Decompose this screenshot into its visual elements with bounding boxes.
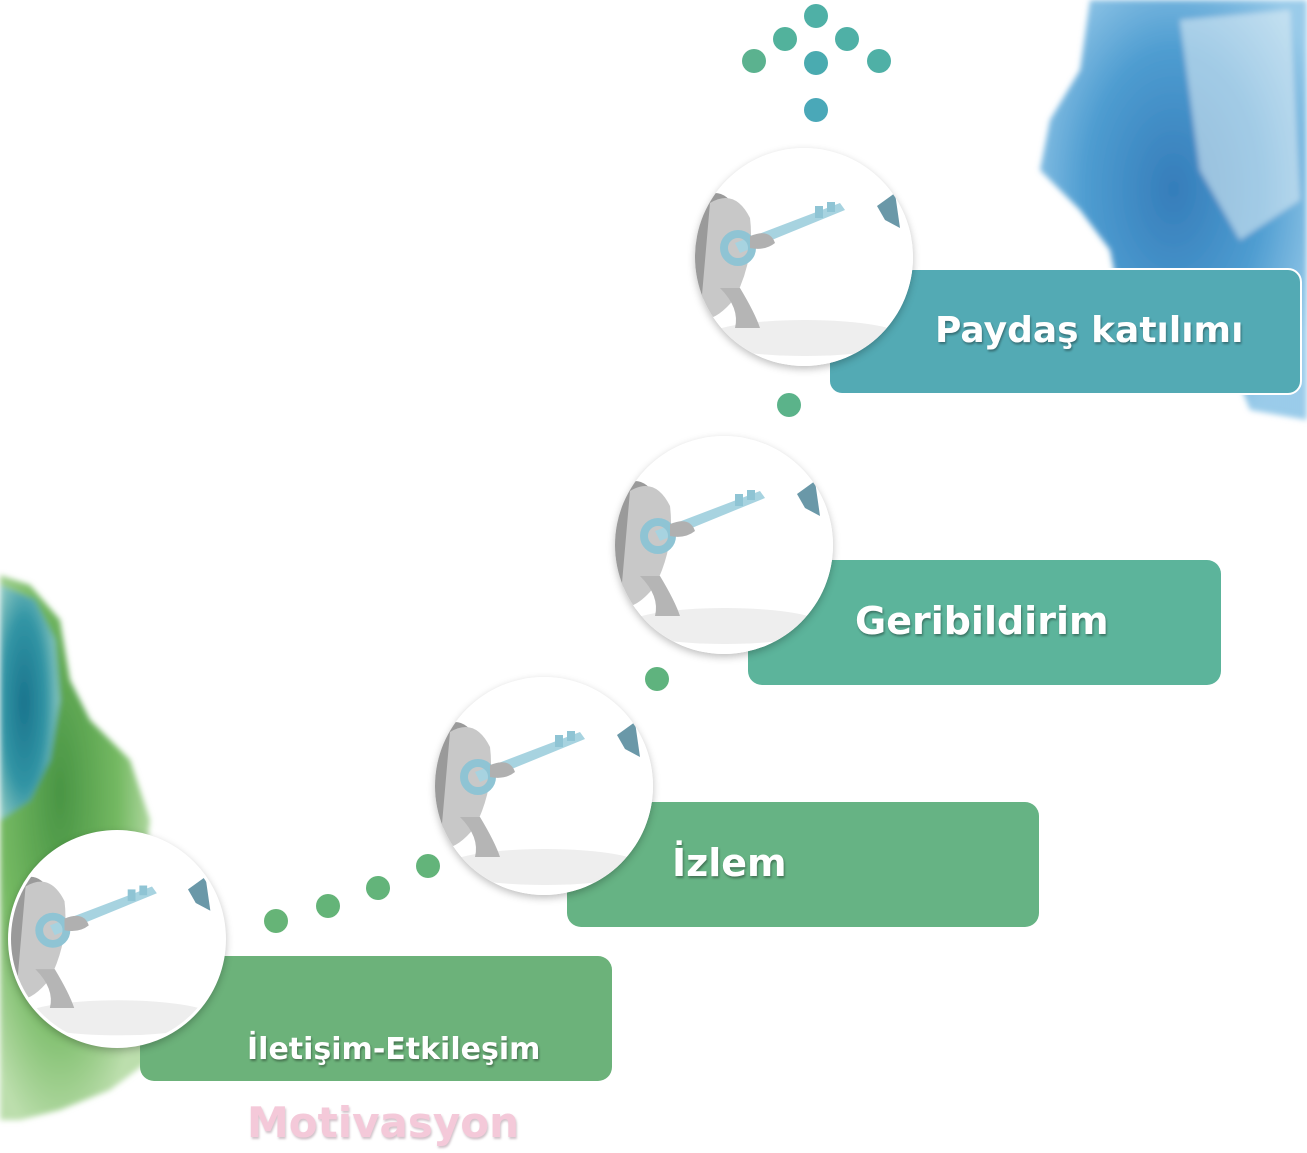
connector-dots [264, 4, 891, 933]
step-label-geribildirim: Geribildirim [855, 599, 1109, 643]
key-holding-figure-icon [435, 677, 653, 895]
step-image-paydas-katilimi [695, 148, 913, 366]
step-image-izlem [435, 677, 653, 895]
subtitle-motivasyon: Motivasyon [247, 1098, 519, 1147]
key-holding-figure-icon [11, 833, 223, 1045]
step-label-paydas-katilimi: Paydaş katılımı [935, 310, 1244, 351]
step-label-iletisim-etkilesim: İletişim-Etkileşim [247, 1032, 541, 1067]
key-holding-figure-icon [695, 148, 913, 366]
step-image-iletisim-etkilesim [8, 830, 226, 1048]
step-label-izlem: İzlem [672, 841, 787, 885]
step-image-geribildirim [615, 436, 833, 654]
key-holding-figure-icon [615, 436, 833, 654]
